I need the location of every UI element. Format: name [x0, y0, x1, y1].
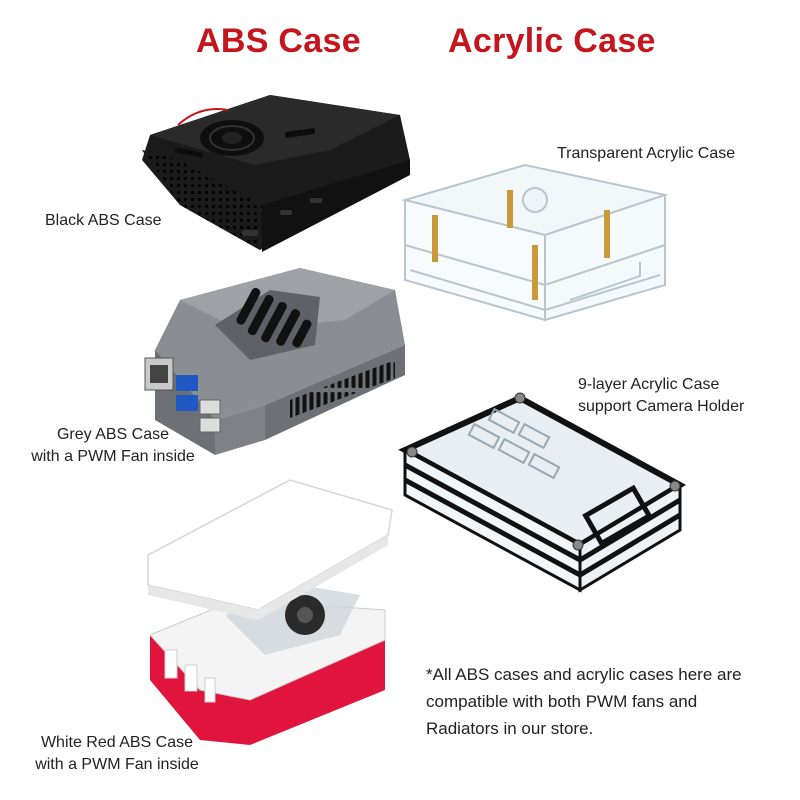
transparent-acrylic-case-label: Transparent Acrylic Case: [557, 143, 735, 165]
transparent-acrylic-case-label-text: Transparent Acrylic Case: [557, 145, 736, 162]
nine-layer-acrylic-case-image: [398, 392, 687, 593]
grey-abs-case-image: [144, 268, 405, 455]
grey-abs-case-label-line2: with a PWM Fan inside: [31, 448, 195, 465]
grey-abs-case-label: Grey ABS Case with a PWM Fan inside: [18, 424, 208, 468]
black-abs-case-image: [142, 95, 410, 252]
abs-case-heading: ABS Case: [196, 22, 361, 60]
compatibility-note: *All ABS cases and acrylic cases here ar…: [426, 661, 742, 742]
white-red-abs-case-label-line1: White Red ABS Case: [40, 734, 194, 751]
nine-layer-acrylic-case-label-line1: 9-layer Acrylic Case: [578, 376, 720, 393]
grey-abs-case-label-line1: Grey ABS Case: [56, 426, 170, 443]
black-abs-case-label: Black ABS Case: [45, 210, 162, 232]
nine-layer-acrylic-case-label-line2: support Camera Holder: [578, 398, 745, 415]
compatibility-note-line1: *All ABS cases and acrylic cases here ar…: [426, 665, 742, 684]
compatibility-note-line2: compatible with both PWM fans and: [426, 692, 698, 711]
nine-layer-acrylic-case-label: 9-layer Acrylic Case support Camera Hold…: [578, 374, 744, 418]
white-red-abs-case-label-line2: with a PWM Fan inside: [35, 756, 199, 773]
transparent-acrylic-case-image: [401, 163, 669, 322]
compatibility-note-line3: Radiators in our store.: [426, 719, 594, 738]
white-red-abs-case-label: White Red ABS Case with a PWM Fan inside: [22, 732, 212, 776]
white-red-abs-case-image: [147, 479, 393, 745]
black-abs-case-label-text: Black ABS Case: [45, 212, 162, 229]
acrylic-case-heading: Acrylic Case: [448, 22, 656, 60]
